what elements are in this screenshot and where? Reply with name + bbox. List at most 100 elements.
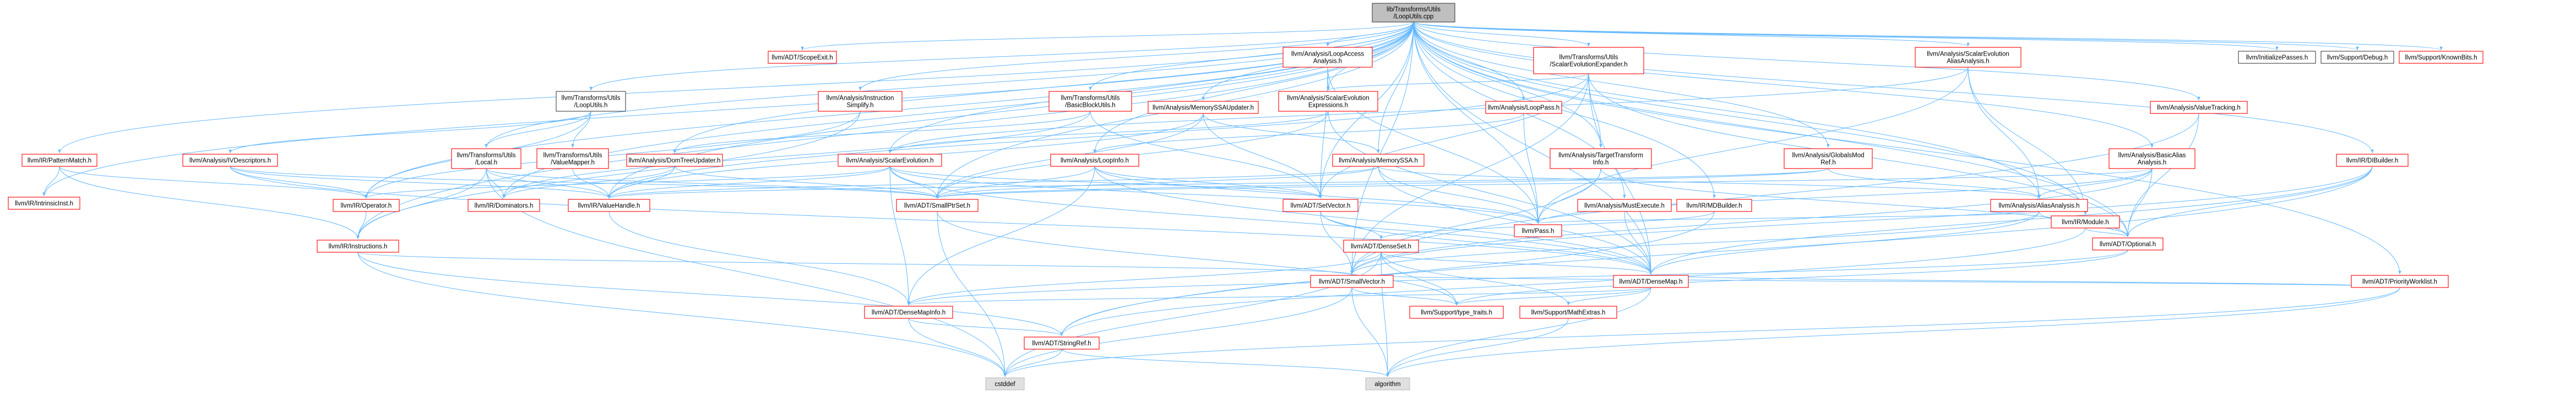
node-box bbox=[896, 199, 979, 212]
node-box bbox=[1048, 91, 1132, 112]
node-scevaa[interactable]: llvm/Analysis/ScalarEvolutionAliasAnalys… bbox=[1915, 47, 2021, 68]
dependency-edge bbox=[1413, 21, 2087, 215]
node-label: llvm/Support/Debug.h bbox=[2327, 55, 2388, 61]
dependency-edge bbox=[888, 67, 1969, 154]
dependency-edge bbox=[674, 166, 939, 199]
node-label: Expressions.h bbox=[1308, 102, 1348, 109]
dependency-edge bbox=[1350, 113, 2199, 275]
dependency-edge bbox=[1378, 166, 1653, 275]
node-intrinsicinst[interactable]: llvm/IR/IntrinsicInst.h bbox=[8, 197, 80, 210]
dependency-edge bbox=[2085, 227, 2129, 237]
dependency-edge bbox=[607, 166, 675, 199]
dependency-edge bbox=[365, 111, 861, 199]
node-instructions[interactable]: llvm/IR/Instructions.h bbox=[317, 240, 399, 253]
node-dominators[interactable]: llvm/IR/Dominators.h bbox=[468, 199, 540, 212]
node-densemapinfo[interactable]: llvm/ADT/DenseMapInfo.h bbox=[864, 306, 953, 319]
node-memoryssa[interactable]: llvm/Analysis/MemorySSA.h bbox=[1332, 154, 1425, 167]
dependency-edge bbox=[1060, 227, 2086, 336]
node-box bbox=[1577, 199, 1672, 212]
node-setvector[interactable]: llvm/ADT/SetVector.h bbox=[1282, 199, 1358, 212]
node-label: llvm/IR/Operator.h bbox=[341, 203, 392, 209]
dependency-edge bbox=[1327, 67, 1540, 224]
node-looppass[interactable]: llvm/Analysis/LoopPass.h bbox=[1485, 101, 1562, 114]
node-label: llvm/IR/DIBuilder.h bbox=[2346, 158, 2399, 164]
node-box bbox=[2108, 148, 2195, 169]
node-domtreeupdater[interactable]: llvm/Analysis/DomTreeUpdater.h bbox=[626, 154, 723, 167]
node-label: llvm/Analysis/MemorySSAUpdater.h bbox=[1153, 105, 1254, 111]
node-initpasses[interactable]: llvm/InitializePasses.h bbox=[2238, 51, 2316, 64]
dependency-edge bbox=[1413, 21, 1716, 199]
node-label: llvm/Analysis/ScalarEvolution.h bbox=[846, 158, 933, 164]
dependency-edge bbox=[1968, 67, 2087, 215]
node-mustexecute[interactable]: llvm/Analysis/MustExecute.h bbox=[1577, 199, 1672, 212]
node-aliasanalysis[interactable]: llvm/Analysis/AliasAnalysis.h bbox=[1990, 199, 2088, 212]
dependency-edge bbox=[356, 211, 367, 240]
node-stringref[interactable]: llvm/ADT/StringRef.h bbox=[1024, 336, 1100, 350]
node-scevexpressions[interactable]: llvm/Analysis/ScalarEvolutionExpressions… bbox=[1278, 91, 1378, 112]
node-basicblockutils[interactable]: llvm/Transforms/Utils/BasicBlockUtils.h bbox=[1048, 91, 1132, 112]
node-scopeexit[interactable]: llvm/ADT/ScopeExit.h bbox=[768, 51, 837, 64]
dependency-edge bbox=[502, 21, 1414, 199]
dependency-edge bbox=[1328, 111, 1653, 275]
dependency-edge bbox=[801, 21, 1414, 51]
node-scalarevolution[interactable]: llvm/Analysis/ScalarEvolution.h bbox=[838, 154, 942, 167]
node-irmodule[interactable]: llvm/IR/Module.h bbox=[2051, 215, 2120, 229]
node-label: llvm/ADT/SetVector.h bbox=[1291, 203, 1351, 209]
node-scevexpander[interactable]: llvm/Transforms/Utils/ScalarEvolutionExp… bbox=[1533, 47, 1644, 74]
node-smallptrset[interactable]: llvm/ADT/SmallPtrSet.h bbox=[896, 199, 979, 212]
node-box bbox=[626, 154, 723, 167]
node-ivdescriptors[interactable]: llvm/Analysis/IVDescriptors.h bbox=[182, 154, 278, 167]
node-tu_looputils[interactable]: llvm/Transforms/Utils/LoopUtils.h bbox=[556, 91, 626, 112]
dependency-edge bbox=[908, 318, 1007, 377]
node-box bbox=[451, 148, 521, 169]
node-typetraits[interactable]: llvm/Support/type_traits.h bbox=[1409, 306, 1504, 319]
node-valuemapper[interactable]: llvm/Transforms/Utils/ValueMapper.h bbox=[536, 148, 609, 169]
node-box bbox=[1514, 224, 1562, 237]
node-operator[interactable]: llvm/IR/Operator.h bbox=[333, 199, 400, 212]
node-loopinfo[interactable]: llvm/Analysis/LoopInfo.h bbox=[1050, 154, 1139, 167]
dependency-edge bbox=[1203, 113, 1380, 154]
node-label: Simplify.h bbox=[847, 102, 874, 109]
dependency-edge bbox=[1377, 21, 1414, 154]
node-label: /Local.h bbox=[475, 160, 497, 166]
node-support_debug[interactable]: llvm/Support/Debug.h bbox=[2320, 51, 2394, 64]
node-valuehandle[interactable]: llvm/IR/ValueHandle.h bbox=[568, 199, 650, 212]
node-pass[interactable]: llvm/Pass.h bbox=[1514, 224, 1562, 237]
node-mdbuilder[interactable]: llvm/IR/MDBuilder.h bbox=[1676, 199, 1752, 212]
dependency-edge bbox=[1350, 168, 1601, 275]
dependency-edge bbox=[1588, 73, 1653, 275]
dependency-edge bbox=[1060, 211, 1715, 336]
node-mathextras[interactable]: llvm/Support/MathExtras.h bbox=[1519, 306, 1617, 319]
dependency-edge bbox=[1413, 21, 2129, 237]
dependency-edge bbox=[59, 166, 360, 240]
node-box bbox=[1310, 275, 1394, 288]
dependency-edge bbox=[1094, 166, 1322, 199]
node-irbuilder[interactable]: llvm/IR/DIBuilder.h bbox=[2336, 154, 2409, 167]
node-valuetracking[interactable]: llvm/Analysis/ValueTracking.h bbox=[2150, 101, 2248, 114]
node-patternmatch[interactable]: llvm/IR/PatternMatch.h bbox=[21, 154, 97, 167]
node-label: llvm/Analysis/LoopPass.h bbox=[1488, 105, 1559, 111]
node-box bbox=[1282, 47, 1373, 68]
node-knownbits[interactable]: llvm/Support/KnownBits.h bbox=[2399, 51, 2483, 64]
dependency-edge bbox=[936, 168, 1829, 199]
dependency-edge bbox=[907, 166, 1095, 306]
node-priorityworklist[interactable]: llvm/ADT/PriorityWorklist.h bbox=[2351, 275, 2449, 288]
node-optional[interactable]: llvm/ADT/Optional.h bbox=[2092, 237, 2164, 251]
node-label: llvm/Analysis/MemorySSA.h bbox=[1339, 158, 1418, 164]
dependency-edge bbox=[229, 111, 591, 154]
node-smallvector[interactable]: llvm/ADT/SmallVector.h bbox=[1310, 275, 1394, 288]
node-denseset[interactable]: llvm/ADT/DenseSet.h bbox=[1343, 240, 1419, 253]
node-densemap[interactable]: llvm/ADT/DenseMap.h bbox=[1613, 275, 1689, 288]
node-label: AliasAnalysis.h bbox=[1947, 58, 1989, 65]
node-memssaupdater[interactable]: llvm/Analysis/MemorySSAUpdater.h bbox=[1148, 101, 1259, 114]
dependency-edge bbox=[607, 73, 1589, 199]
node-tu_local[interactable]: llvm/Transforms/Utils/Local.h bbox=[451, 148, 521, 169]
node-label: llvm/ADT/SmallPtrSet.h bbox=[904, 203, 970, 209]
dependency-edge bbox=[858, 21, 1414, 91]
node-label: llvm/Analysis/MustExecute.h bbox=[1584, 203, 1665, 209]
